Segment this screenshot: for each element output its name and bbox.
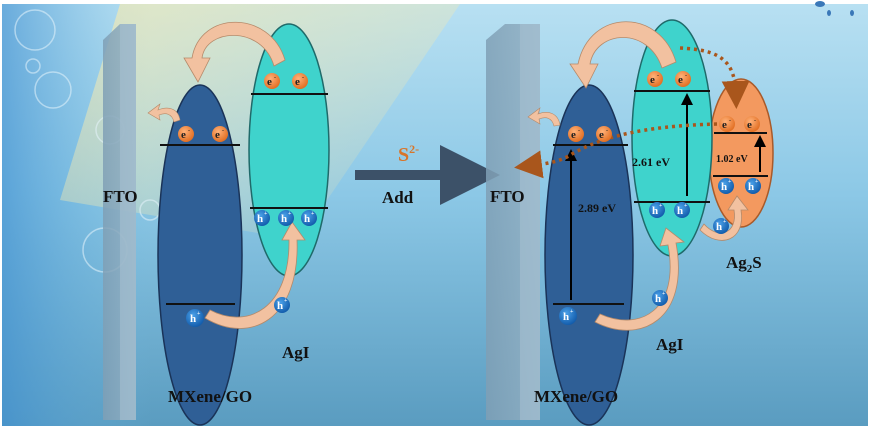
svg-text:+: + — [264, 211, 268, 217]
svg-text:e: e — [722, 119, 727, 131]
svg-text:+: + — [288, 211, 292, 217]
svg-text:-: - — [657, 73, 659, 79]
svg-text:h: h — [277, 300, 283, 312]
svg-text:e: e — [181, 129, 186, 141]
svg-text:e: e — [295, 76, 300, 88]
fto-electrode-side — [120, 24, 136, 420]
svg-text:+: + — [728, 179, 732, 185]
mxene-gap-label: 2.89 eV — [578, 201, 616, 215]
electron-transfer-arrow[interactable] — [183, 21, 286, 83]
svg-text:-: - — [274, 75, 276, 81]
fto-injection-arrow-right[interactable] — [527, 107, 561, 127]
svg-text:e: e — [215, 129, 220, 141]
svg-text:-: - — [729, 118, 731, 124]
svg-text:+: + — [311, 211, 315, 217]
ag2s-gap-label: 1.02 eV — [716, 154, 748, 165]
agi-electrons: e- e- — [264, 73, 308, 89]
svg-text:h: h — [652, 205, 658, 217]
left-fto-label: FTO — [103, 187, 138, 206]
svg-text:h: h — [257, 213, 263, 225]
svg-text:h: h — [677, 205, 683, 217]
left-mxene-label: MXene/GO — [168, 387, 252, 406]
migrating-holes-right: h+ h+ h+ — [559, 218, 729, 325]
svg-text:e: e — [571, 129, 576, 141]
left-agi-label: AgI — [282, 343, 310, 362]
svg-text:+: + — [659, 203, 663, 209]
right-fto-label: FTO — [490, 187, 525, 206]
svg-text:e: e — [747, 119, 752, 131]
mxene-electrons: e- e- — [178, 126, 228, 142]
mxene-band-right — [544, 84, 634, 426]
svg-text:h: h — [655, 293, 661, 305]
mxene-electrons-right: e- e- — [568, 126, 612, 142]
right-panel: e- e- e- e- e- e- h+ h+ h+ h+ h+ h+ h+ F… — [486, 19, 774, 426]
svg-text:h: h — [716, 221, 722, 233]
svg-text:-: - — [302, 75, 304, 81]
svg-text:+: + — [570, 309, 574, 315]
svg-text:+: + — [197, 311, 201, 317]
svg-text:e: e — [678, 74, 683, 86]
transition: S2- Add — [355, 142, 500, 207]
svg-text:-: - — [222, 128, 224, 134]
svg-text:-: - — [685, 73, 687, 79]
water-droplets — [815, 1, 854, 16]
electron-path-to-fto — [514, 122, 718, 179]
reagent-label: S2- — [398, 142, 419, 166]
svg-text:+: + — [755, 179, 759, 185]
right-mxene-label: MXene/GO — [534, 387, 618, 406]
svg-text:-: - — [606, 128, 608, 134]
svg-text:e: e — [267, 76, 272, 88]
electron-path-to-ag2s — [679, 46, 750, 109]
mxene-holes: h+ h+ — [186, 297, 290, 327]
svg-text:+: + — [684, 203, 688, 209]
left-panel: e- e- e- e- h+ h+ h+ h+ h+ FTO AgI MXene… — [103, 21, 330, 426]
svg-text:-: - — [754, 118, 756, 124]
svg-text:-: - — [578, 128, 580, 134]
fto-electrode-right-side — [520, 24, 540, 420]
agi-electrons-right: e- e- — [647, 71, 691, 87]
ag2s-holes: h+ h+ — [718, 178, 761, 194]
add-label: Add — [382, 188, 414, 207]
svg-text:-: - — [188, 128, 190, 134]
svg-text:+: + — [662, 291, 666, 297]
svg-text:h: h — [190, 313, 196, 325]
svg-text:h: h — [563, 311, 569, 323]
svg-text:h: h — [748, 181, 754, 193]
svg-text:+: + — [284, 298, 288, 304]
agi-gap-label: 2.61 eV — [632, 155, 670, 169]
ag2s-electrons: e- e- — [719, 116, 760, 132]
agi-holes-right: h+ h+ — [649, 202, 690, 218]
svg-text:h: h — [304, 213, 310, 225]
electron-transfer-arrow-right[interactable] — [569, 21, 677, 89]
ag2s-label: Ag2S — [726, 253, 762, 275]
agi-holes: h+ h+ h+ — [254, 210, 317, 226]
svg-text:e: e — [650, 74, 655, 86]
svg-text:h: h — [281, 213, 287, 225]
right-agi-label: AgI — [656, 335, 684, 354]
fto-injection-arrow[interactable] — [147, 103, 181, 123]
mxene-band — [157, 84, 243, 426]
svg-text:e: e — [599, 129, 604, 141]
svg-text:+: + — [723, 219, 727, 225]
svg-text:h: h — [721, 181, 727, 193]
